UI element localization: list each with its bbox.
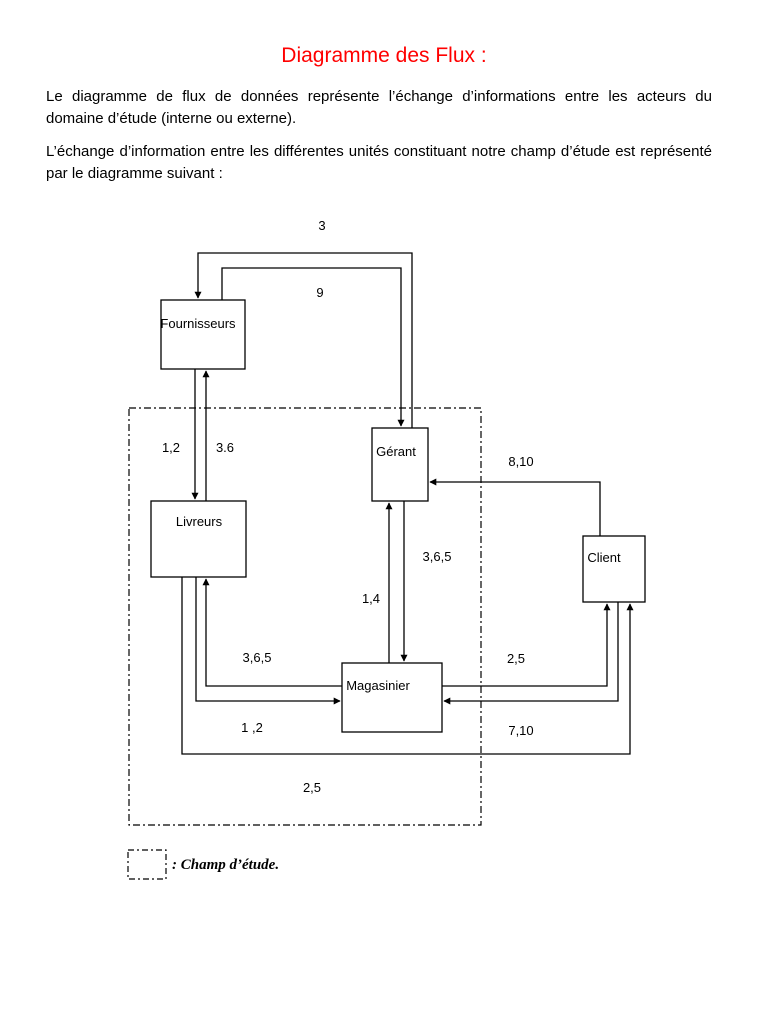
legend-label: : Champ d’étude. xyxy=(172,857,279,873)
node-fournisseurs: Fournisseurs xyxy=(160,299,246,370)
flow-arrow-gerant-to-fournisseurs xyxy=(194,252,413,428)
node-fournisseurs-label: Fournisseurs xyxy=(160,316,236,331)
flow-label-fournisseurs-to-livreurs: 1,2 xyxy=(162,440,180,455)
node-magasinier: Magasinier xyxy=(341,662,443,733)
legend-symbol xyxy=(127,849,167,880)
flow-arrow-fournisseurs-to-gerant xyxy=(221,267,405,427)
flow-arrow-client-to-gerant xyxy=(429,478,601,536)
flow-arrow-magasinier-to-livreurs xyxy=(202,578,342,687)
flow-label-magasinier-to-livreurs: 3,6,5 xyxy=(243,650,272,665)
flow-arrow-magasinier-to-client xyxy=(442,603,611,687)
intro-paragraph: Le diagramme de flux de données représen… xyxy=(46,88,712,127)
flow-label-client-to-gerant: 8,10 xyxy=(508,454,533,469)
flow-arrow-livreurs-to-client xyxy=(181,577,634,755)
flow-label-fournisseurs-to-gerant: 9 xyxy=(316,285,323,300)
node-gerant: Gérant xyxy=(371,427,429,502)
flow-label-magasinier-to-client: 2,5 xyxy=(507,651,525,666)
description-paragraph: L’échange d’information entre les différ… xyxy=(46,143,712,182)
flow-arrow-client-to-magasinier xyxy=(443,602,619,705)
flow-label-client-to-magasinier: 7,10 xyxy=(508,723,533,738)
node-client-label: Client xyxy=(587,550,621,565)
flow-label-gerant-to-fournisseurs: 3 xyxy=(318,218,325,233)
node-livreurs: Livreurs xyxy=(150,500,247,578)
study-field-boundary xyxy=(128,407,482,826)
node-livreurs-label: Livreurs xyxy=(176,514,223,529)
flow-label-livreurs-to-fournisseurs: 3.6 xyxy=(216,440,234,455)
flow-label-livreurs-to-client: 2,5 xyxy=(303,780,321,795)
flow-label-livreurs-to-magasinier: 1 ,2 xyxy=(241,720,263,735)
flow-label-gerant-to-magasinier: 3,6,5 xyxy=(423,549,452,564)
flow-label-magasinier-to-gerant: 1,4 xyxy=(362,591,380,606)
node-gerant-label: Gérant xyxy=(376,444,416,459)
node-magasinier-label: Magasinier xyxy=(346,678,410,693)
node-client: Client xyxy=(582,535,646,603)
page-title: Diagramme des Flux : xyxy=(281,44,487,67)
flow-arrow-livreurs-to-magasinier xyxy=(195,577,341,705)
